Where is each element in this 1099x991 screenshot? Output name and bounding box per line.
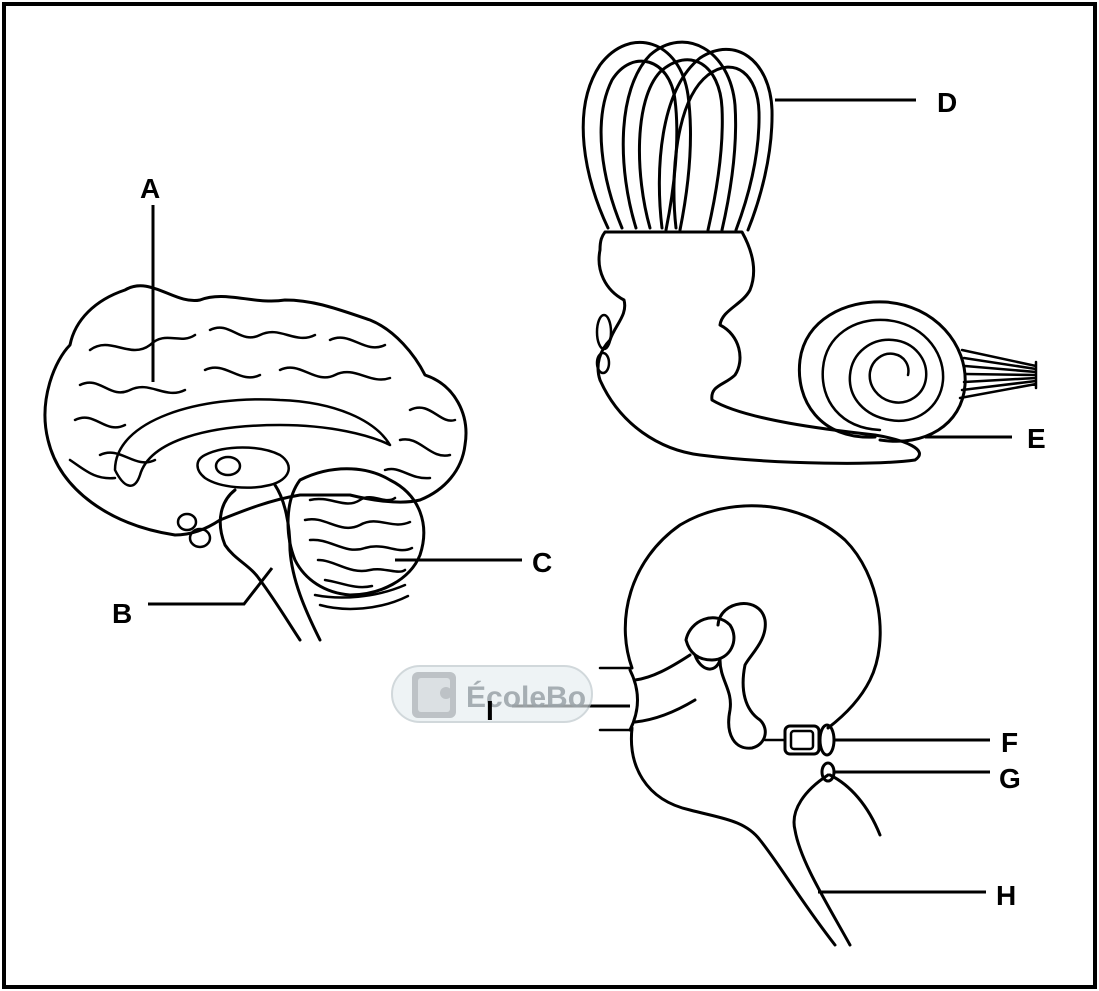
cochlear-nerve	[960, 350, 1036, 398]
inner-ear-illustration	[583, 42, 1036, 463]
pituitary	[178, 514, 196, 530]
label-g: G	[999, 763, 1021, 794]
eardrum	[630, 655, 695, 730]
middle-ear-illustration	[600, 506, 880, 945]
eustachian-tube	[794, 775, 880, 945]
round-window-g	[822, 763, 834, 781]
label-i: I	[486, 695, 494, 726]
corpus-callosum	[115, 399, 390, 485]
frame-border	[4, 4, 1095, 987]
oval-window	[597, 315, 611, 349]
label-f: F	[1001, 727, 1018, 758]
label-h: H	[996, 880, 1016, 911]
cochlea-spiral-outer	[799, 302, 965, 441]
oval-window-f	[820, 725, 834, 755]
label-b: B	[112, 598, 132, 629]
incus	[718, 604, 765, 749]
tympanic-cavity	[625, 506, 880, 945]
cerebrum-outline	[45, 286, 466, 535]
watermark-text: ÉcoleBo	[466, 680, 586, 714]
cochlea-spiral-inner	[823, 320, 943, 430]
thalamus-nucleus	[216, 457, 240, 475]
semicircular-canal-2-inner	[639, 60, 722, 230]
stapes-footplate	[791, 731, 813, 749]
malleus	[686, 618, 734, 669]
label-c: C	[532, 547, 552, 578]
label-a: A	[140, 173, 160, 204]
label-e: E	[1027, 423, 1046, 454]
cerebellum-folia	[315, 585, 408, 609]
thalamus	[198, 448, 289, 488]
arbor-vitae	[305, 497, 412, 587]
label-d: D	[937, 87, 957, 118]
brainstem	[220, 485, 320, 640]
cerebellum	[288, 469, 424, 595]
ear-canal	[600, 668, 632, 730]
gyri-lines	[70, 328, 455, 479]
